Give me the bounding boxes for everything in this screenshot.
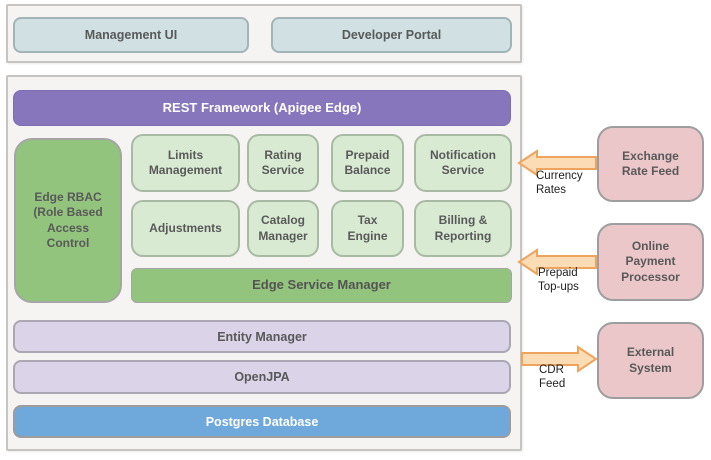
cdr-feed-label: CDR Feed	[539, 364, 566, 390]
service-box-adjustments: Adjustments	[131, 200, 240, 257]
online-payment-processor-box: Online Payment Processor	[597, 223, 704, 301]
entity-manager-bar: Entity Manager	[13, 320, 511, 353]
service-box-catalog-manager: Catalog Manager	[247, 200, 319, 257]
rest-framework-bar: REST Framework (Apigee Edge)	[13, 90, 511, 126]
openjpa-bar: OpenJPA	[13, 360, 511, 394]
service-box-prepaid-balance: Prepaid Balance	[331, 134, 404, 192]
developer-portal-box: Developer Portal	[271, 17, 512, 53]
monetization-panel: REST Framework (Apigee Edge) Edge RBAC (…	[6, 75, 522, 451]
service-box-limits-management: Limits Management	[131, 134, 240, 192]
prepaid-topups-label: Prepaid Top-ups	[538, 267, 579, 293]
exchange-rate-feed-box: Exchange Rate Feed	[597, 126, 704, 202]
management-ui-box: Management UI	[13, 17, 249, 53]
postgres-database-bar: Postgres Database	[13, 405, 511, 438]
service-box-rating-service: Rating Service	[247, 134, 319, 192]
service-box-tax-engine: Tax Engine	[331, 200, 404, 257]
edge-rbac-box: Edge RBAC (Role Based Access Control	[14, 138, 122, 303]
currency-rates-label: Currency Rates	[536, 170, 583, 196]
edge-service-manager-bar: Edge Service Manager	[131, 268, 512, 303]
service-box-notification-service: Notification Service	[414, 134, 512, 192]
service-box-billing-reporting: Billing & Reporting	[414, 200, 512, 257]
external-system-box: External System	[597, 322, 704, 399]
client-panel: Management UI Developer Portal	[6, 4, 522, 63]
